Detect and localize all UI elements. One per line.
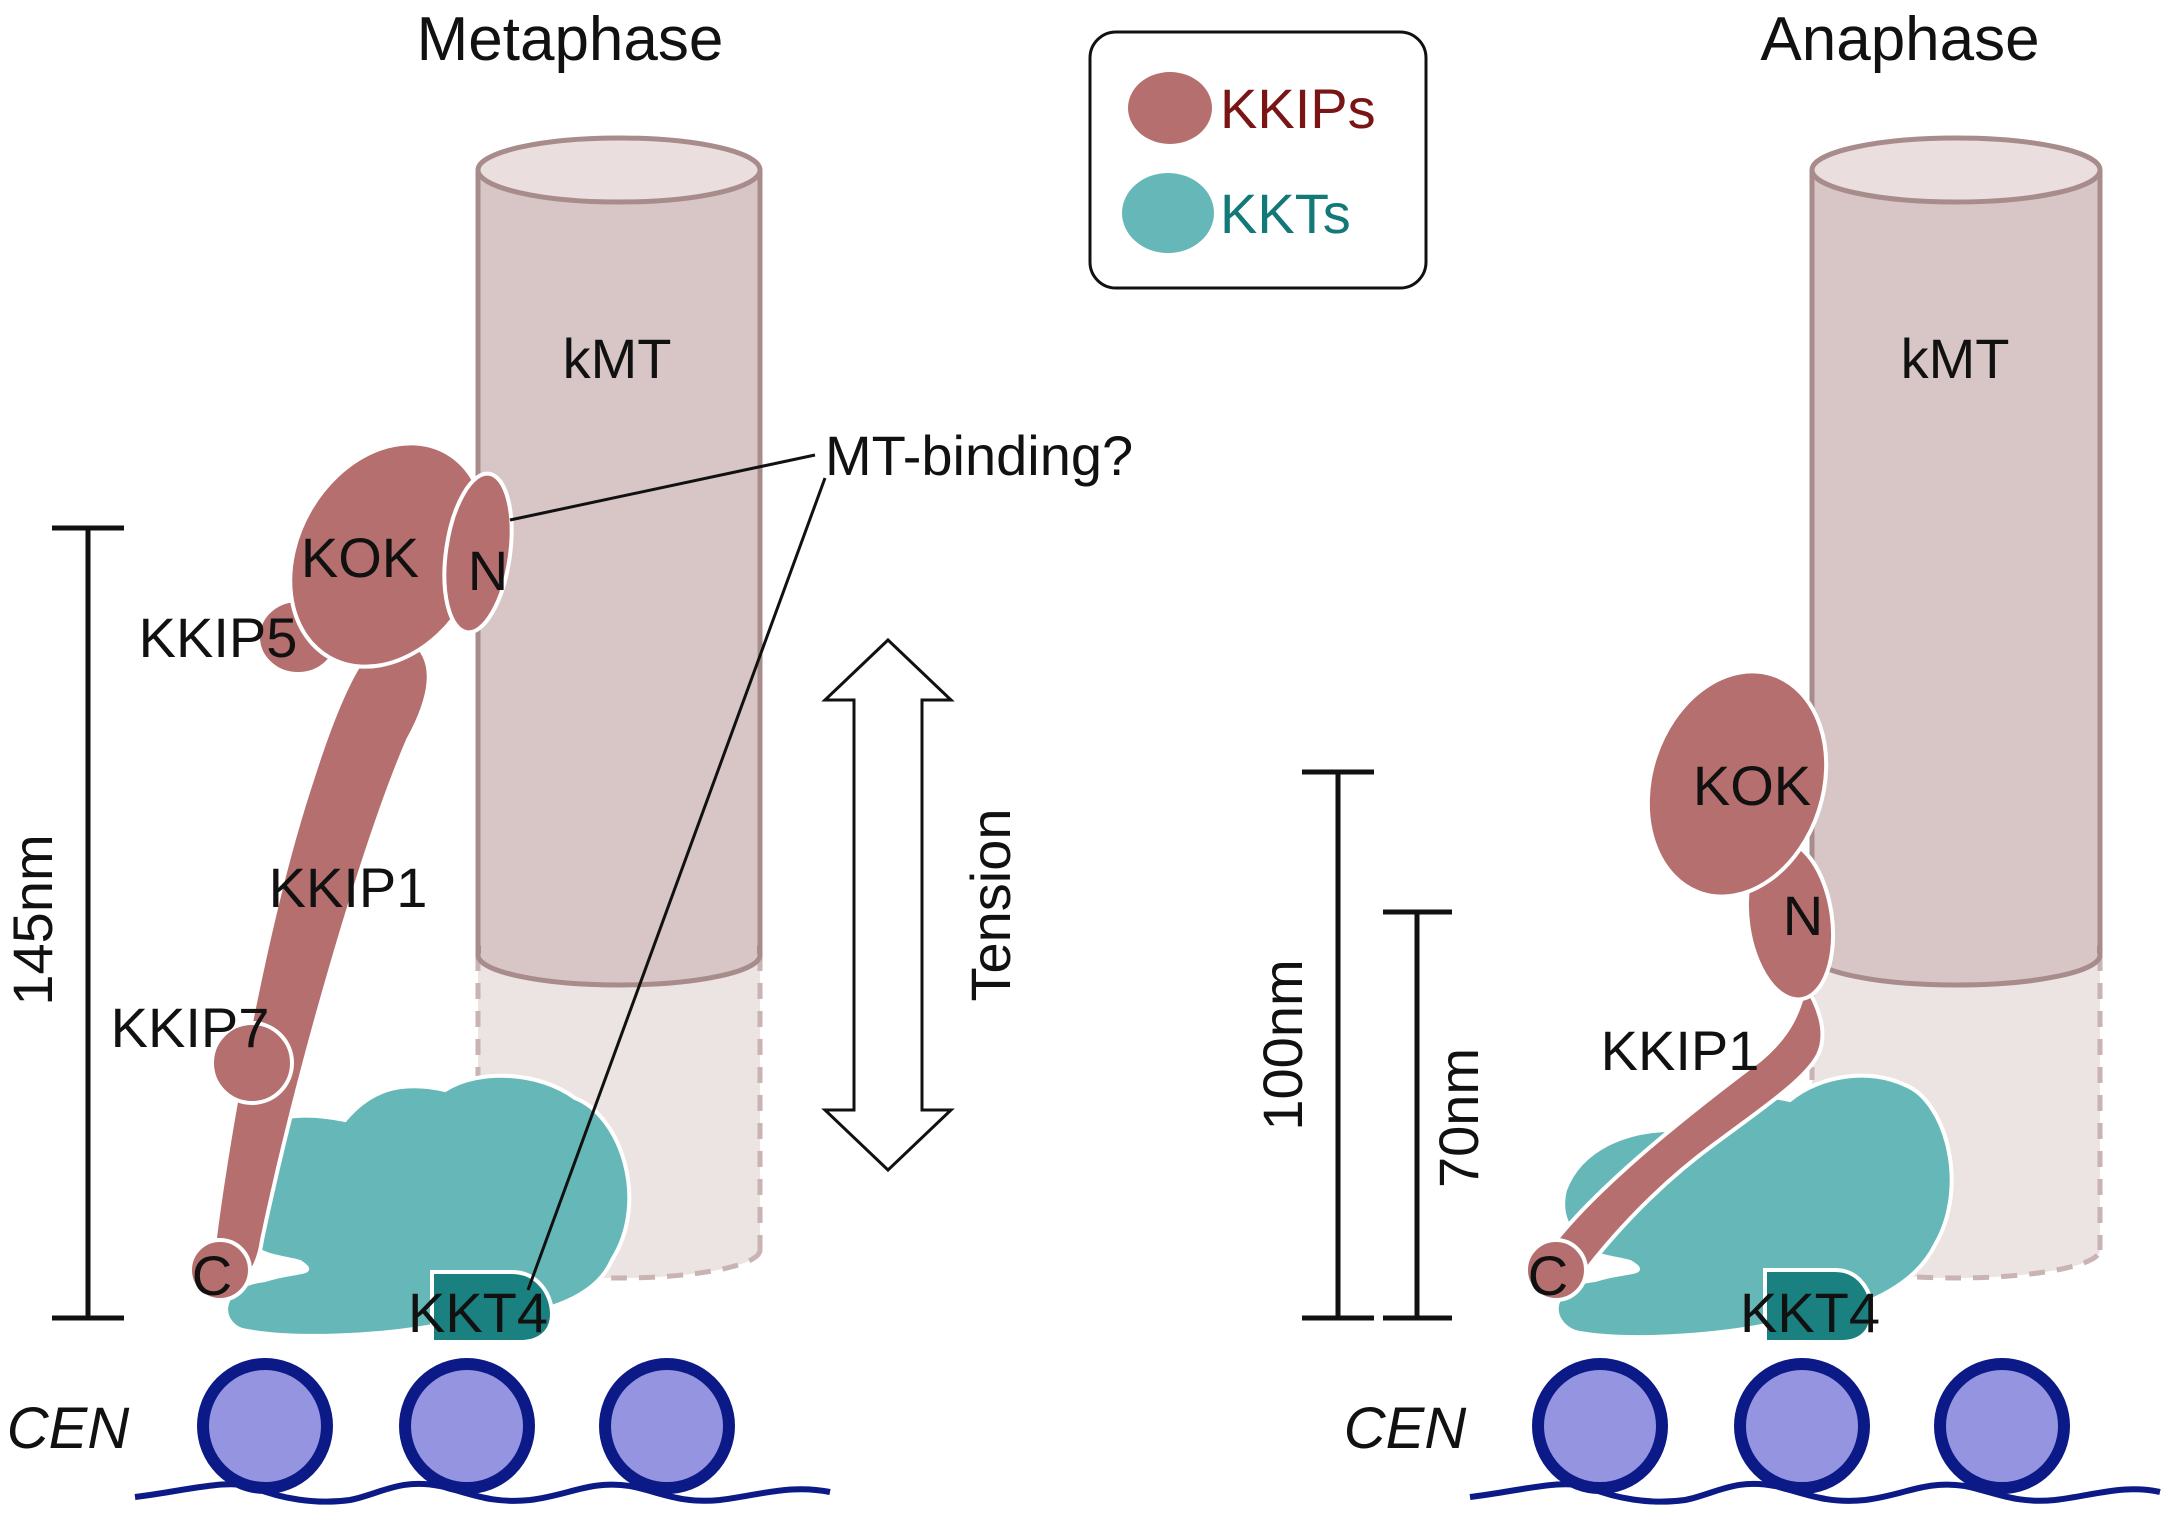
- metaphase-kkip5-label: KKIP5: [139, 606, 298, 669]
- anaphase-kmt-lower-edge-bottom: [1809, 1249, 2103, 1281]
- metaphase-kkip7: [210, 1021, 294, 1105]
- metaphase-kkip1-n-terminal: [442, 471, 514, 635]
- anaphase-nucleosome-1: [1532, 1358, 1668, 1494]
- metaphase-mt-binding-label: MT-binding?: [825, 424, 1133, 487]
- metaphase-kkip7-label: KKIP7: [111, 996, 270, 1059]
- metaphase-cen-label: CEN: [7, 1396, 130, 1461]
- metaphase-kkip1-c-terminal: [188, 1238, 252, 1302]
- metaphase-scale-label: 145nm: [1, 834, 64, 1005]
- metaphase-n-label: N: [468, 539, 508, 602]
- metaphase-title: Metaphase: [417, 5, 724, 74]
- metaphase-kok-label: KOK: [301, 526, 419, 589]
- metaphase-mt-binding-leader-n: [509, 453, 816, 522]
- anaphase-nucleosome-3: [1934, 1358, 2070, 1494]
- anaphase-kkt4-block: [1763, 1268, 1875, 1344]
- metaphase-kkip1-stalk: [209, 633, 431, 1288]
- legend-box: [1088, 30, 1428, 290]
- legend-kkips-swatch: [1128, 72, 1212, 144]
- metaphase-kmt-top: [475, 135, 763, 205]
- legend: KKIPs KKTs: [1088, 30, 1428, 290]
- anaphase-kmt-label: kMT: [1901, 327, 2010, 390]
- tension-label: Tension: [959, 808, 1022, 1001]
- metaphase-kmt-lower-edge-bottom: [475, 1249, 763, 1281]
- metaphase-nucleosome-3: [599, 1358, 735, 1494]
- anaphase-n-label: N: [1783, 884, 1823, 947]
- anaphase-c-label: C: [1528, 1244, 1568, 1307]
- anaphase-scale-70-label: 70nm: [1427, 1048, 1490, 1188]
- anaphase-kok-label: KOK: [1693, 754, 1811, 817]
- metaphase-kkip1-label: KKIP1: [269, 856, 428, 919]
- metaphase-nucleosome-1: [197, 1358, 333, 1494]
- legend-kkts-swatch: [1122, 173, 1214, 253]
- anaphase-kok: [1645, 669, 1829, 899]
- anaphase-kkip1-c-terminal: [1524, 1238, 1588, 1302]
- metaphase-mt-binding-leader-kkt4: [526, 477, 827, 1291]
- metaphase-kkt4-label: KKT4: [408, 1281, 548, 1344]
- anaphase-kmt-top: [1809, 135, 2103, 205]
- metaphase-kkt4-block: [430, 1270, 555, 1344]
- anaphase-panel: kMT KOK N KKIP1 C KKT4 100nm 70nm CEN: [1251, 135, 2161, 1505]
- anaphase-title: Anaphase: [1760, 5, 2039, 74]
- legend-kkts-label: KKTs: [1220, 182, 1351, 245]
- metaphase-kmt-body-cover: [481, 170, 757, 955]
- tension-arrow: [821, 637, 955, 1173]
- metaphase-c-label: C: [192, 1244, 232, 1307]
- anaphase-scale-100-label: 100nm: [1251, 959, 1314, 1130]
- metaphase-panel: kMT KOK N KKIP5 KKIP1 KKIP7 C KKT4 MT-bi…: [1, 135, 1133, 1505]
- legend-kkips-label: KKIPs: [1220, 77, 1376, 140]
- anaphase-cen-label: CEN: [1344, 1396, 1467, 1461]
- anaphase-kkt4-label: KKT4: [1740, 1281, 1880, 1344]
- anaphase-kmt-body-cover: [1815, 170, 2097, 955]
- anaphase-kkip1-label: KKIP1: [1601, 1019, 1760, 1082]
- metaphase-kmt-label: kMT: [563, 327, 672, 390]
- metaphase-nucleosome-2: [399, 1358, 535, 1494]
- anaphase-nucleosome-2: [1734, 1358, 1870, 1494]
